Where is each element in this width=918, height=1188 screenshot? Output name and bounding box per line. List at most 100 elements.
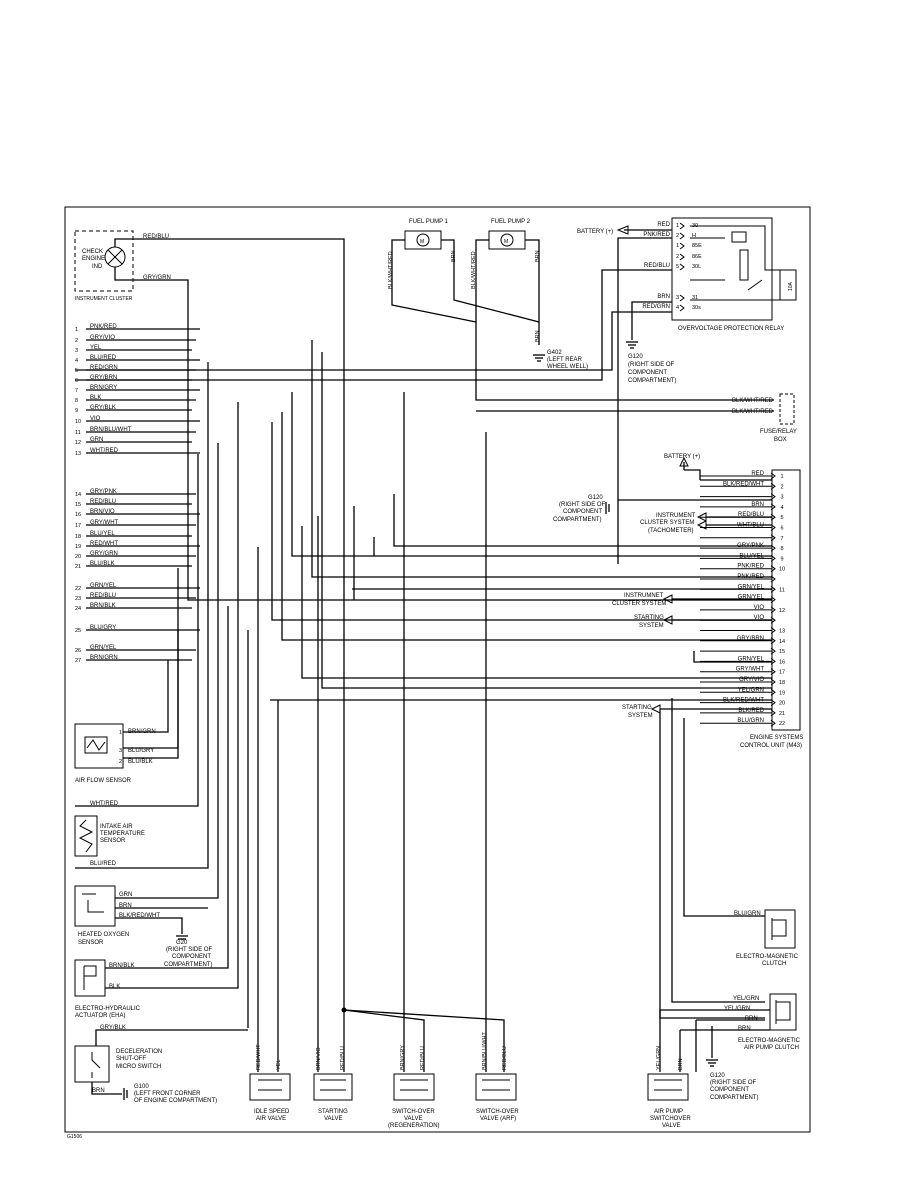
relay-terminal-label: 30L bbox=[692, 264, 701, 270]
ecu-pin-number: 6 bbox=[75, 378, 78, 384]
relay-pin-number: 1 bbox=[676, 223, 679, 229]
connector-terminal-icon bbox=[770, 647, 776, 655]
svg-text:BRN/BLK: BRN/BLK bbox=[109, 963, 135, 969]
ecu-pin-wire-label: BLU/BLK bbox=[90, 561, 115, 567]
connector-terminal-icon bbox=[679, 242, 685, 250]
ecu-connector-pin-number: 8 bbox=[780, 546, 783, 552]
svg-text:BRN/GRY: BRN/GRY bbox=[400, 1045, 406, 1070]
air-flow-sensor bbox=[74, 723, 124, 769]
ecu-connector-pin-number: 12 bbox=[779, 608, 785, 614]
solenoid-icon bbox=[320, 1079, 346, 1091]
ecu-pin-wire-label: GRY/BLK bbox=[90, 405, 116, 411]
svg-text:RED/BLU: RED/BLU bbox=[340, 1046, 346, 1070]
ground-g120-icon bbox=[626, 341, 638, 349]
svg-text:VALVE: VALVE bbox=[404, 1116, 422, 1122]
connector-terminal-icon bbox=[770, 616, 776, 624]
svg-text:2: 2 bbox=[119, 759, 122, 765]
wire-fuel-pump-feed bbox=[391, 239, 774, 401]
diagram-frame bbox=[64, 206, 811, 1133]
ecu-pin-wire-label: GRN/YEL bbox=[90, 645, 117, 651]
ecu-pin-number: 12 bbox=[75, 440, 81, 446]
svg-text:G120: G120 bbox=[588, 495, 603, 501]
svg-text:YEL/GRN: YEL/GRN bbox=[724, 1006, 750, 1012]
ecu-pin-number: 25 bbox=[75, 628, 81, 634]
wire-label: RED/BLU bbox=[143, 234, 169, 240]
ecu-connector-pin-number: 9 bbox=[780, 556, 783, 562]
svg-text:CLUTCH: CLUTCH bbox=[762, 961, 786, 967]
motor-icon bbox=[416, 233, 430, 247]
relay-pin-number: 1 bbox=[676, 243, 679, 249]
ecu-pin-wire-label: WHT/RED bbox=[90, 448, 119, 454]
connector-terminal-icon bbox=[679, 294, 685, 302]
svg-text:M: M bbox=[504, 239, 508, 245]
svg-text:CLUSTER SYSTEM: CLUSTER SYSTEM bbox=[640, 520, 694, 526]
solenoid-icon bbox=[654, 1079, 682, 1091]
connector-terminal-icon bbox=[770, 575, 776, 583]
ecu-pin-number: 26 bbox=[75, 648, 81, 654]
ecu-pin-wire-label: RED/WHT bbox=[90, 541, 118, 547]
svg-text:(RIGHT SIDE OF: (RIGHT SIDE OF bbox=[166, 947, 213, 953]
svg-text:BLU/RED: BLU/RED bbox=[90, 861, 117, 867]
svg-text:1: 1 bbox=[119, 730, 122, 736]
sensor-element-icon bbox=[82, 893, 104, 913]
connector-terminal-icon bbox=[770, 658, 776, 665]
connector-terminal-icon bbox=[770, 688, 776, 696]
ecu-pin-number: 16 bbox=[75, 512, 81, 518]
svg-text:G120: G120 bbox=[628, 354, 643, 360]
ecu-pin-wire-label: GRY/PNK bbox=[90, 489, 117, 495]
ecu-connector-pin-number: 4 bbox=[780, 505, 783, 511]
ecu-pin-number: 24 bbox=[75, 606, 81, 612]
svg-text:TEMPERATURE: TEMPERATURE bbox=[100, 831, 145, 837]
svg-text:INSTRUMNET: INSTRUMNET bbox=[624, 593, 664, 599]
svg-text:STARTING: STARTING bbox=[318, 1109, 348, 1115]
connector-terminal-icon bbox=[770, 493, 776, 500]
svg-text:BRN: BRN bbox=[738, 1026, 751, 1032]
svg-text:ENGINE: ENGINE bbox=[82, 256, 105, 262]
arrow-icon bbox=[679, 456, 689, 467]
ecu-pin-wire-label: BLU/GRY bbox=[90, 625, 116, 631]
svg-text:BRN: BRN bbox=[451, 250, 457, 262]
ecu-connector-pin-number: 17 bbox=[779, 670, 785, 676]
relay-pin-number: 2 bbox=[676, 254, 679, 260]
connector-terminal-icon bbox=[770, 472, 776, 480]
fuse-relay-box bbox=[779, 393, 795, 425]
solenoid-icon bbox=[400, 1079, 428, 1091]
ecu-connector-pin-number: 19 bbox=[779, 690, 785, 696]
svg-text:AIR PUMP CLUTCH: AIR PUMP CLUTCH bbox=[744, 1045, 799, 1051]
relay-coil-icon bbox=[739, 249, 749, 281]
starting-valve: BRN/VIO RED/BLU STARTING VALVE bbox=[313, 1046, 353, 1122]
ecu-connector-pin-number: 3 bbox=[780, 495, 783, 501]
check-engine-label: CHECK bbox=[82, 249, 103, 255]
ecu-pin-wire-label: RED/BLU bbox=[90, 593, 116, 599]
svg-text:IND: IND bbox=[92, 264, 103, 270]
svg-text:G120: G120 bbox=[710, 1073, 725, 1079]
fuel-pump-1-label: FUEL PUMP 1 bbox=[409, 219, 449, 225]
ecu-connector-pin-number: 11 bbox=[779, 587, 785, 593]
svg-text:WHEEL WELL): WHEEL WELL) bbox=[547, 364, 588, 370]
ecu-pin-number: 4 bbox=[75, 358, 78, 364]
svg-text:CLUSTER SYSTEM: CLUSTER SYSTEM bbox=[612, 601, 666, 607]
ecu-pin-number: 19 bbox=[75, 544, 81, 550]
svg-text:BLK/WHT/RED: BLK/WHT/RED bbox=[732, 409, 774, 415]
relay-label: OVERVOLTAGE PROTECTION RELAY bbox=[678, 326, 784, 332]
svg-text:BLU/GRY: BLU/GRY bbox=[128, 748, 154, 754]
connector-terminal-icon bbox=[770, 699, 776, 706]
ecu-pin-wire-label: BRN/GRN bbox=[90, 655, 118, 661]
ecu-pin-wire-label: GRY/VIO bbox=[90, 335, 115, 341]
svg-text:BLK/RED/WHT: BLK/RED/WHT bbox=[119, 913, 160, 919]
relay-terminal-label: 31 bbox=[692, 295, 698, 301]
svg-text:ELECTRO-MAGNETIC: ELECTRO-MAGNETIC bbox=[738, 1038, 801, 1044]
ecu-pin-number: 27 bbox=[75, 658, 81, 664]
ecu-pin-number: 20 bbox=[75, 554, 81, 560]
ecu-pin-number: 9 bbox=[75, 408, 78, 414]
intake-air-temp-sensor bbox=[74, 815, 98, 857]
ecu-connector-wire-label: GRY/WHT bbox=[736, 667, 765, 673]
ecu-connector-wire-label: VIO bbox=[754, 615, 765, 621]
ecu-pin-number: 10 bbox=[75, 419, 81, 425]
ecu-pin-wire-label: VIO bbox=[90, 416, 101, 422]
svg-text:HEATED OXYGEN: HEATED OXYGEN bbox=[78, 932, 129, 938]
svg-text:BLK/WHT/RED: BLK/WHT/RED bbox=[732, 398, 774, 404]
